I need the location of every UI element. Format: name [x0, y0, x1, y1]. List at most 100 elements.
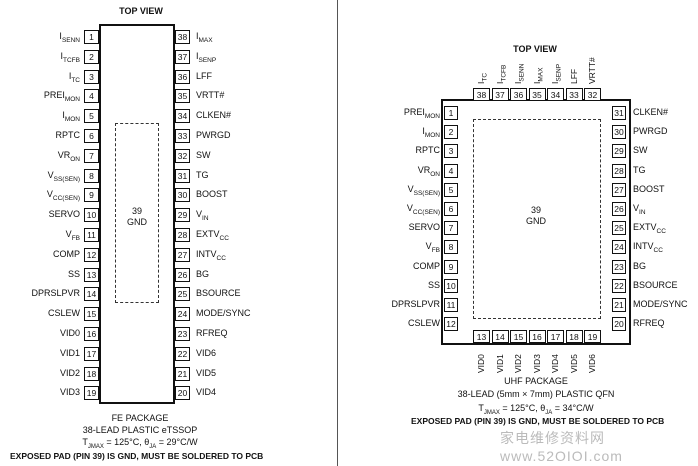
uhf-pin-number: 31: [612, 106, 626, 120]
fe-pin-label: PREIMON: [43, 90, 80, 104]
uhf-pin-label: VCC(SEN): [406, 203, 440, 216]
fe-pin-number: 20: [175, 386, 190, 401]
fe-pin-number: 11: [84, 228, 99, 242]
fe-pin-label: DPRSLPVR: [31, 288, 80, 299]
uhf-pin-number: 12: [444, 317, 458, 332]
uhf-pin-label: VID2: [513, 354, 523, 373]
uhf-pin-label: SS: [427, 279, 440, 290]
fe-caption-package: FE PACKAGE: [111, 413, 169, 423]
fe-pin-number: 5: [84, 109, 99, 124]
uhf-pin-number: 28: [612, 163, 626, 178]
fe-pin-label: COMP: [53, 248, 80, 259]
uhf-pin-number: 1: [444, 106, 458, 120]
uhf-pin-number: 17: [547, 330, 564, 343]
uhf-pin-label: CSLEW: [407, 318, 440, 329]
uhf-pin-number: 7: [444, 221, 458, 236]
uhf-pin-number: 32: [584, 88, 601, 101]
uhf-caption-exposed-pad: EXPOSED PAD (PIN 39) IS GND, MUST BE SOL…: [411, 416, 665, 426]
uhf-pin-number: 16: [528, 330, 546, 343]
fe-pin-number: 14: [84, 287, 99, 302]
fe-caption-thermal: TJMAX = 125°C, θJA = 29°C/W: [82, 437, 198, 450]
fe-caption-exposed-pad: EXPOSED PAD (PIN 39) IS GND, MUST BE SOL…: [10, 451, 264, 461]
fe-pin-number: 10: [84, 208, 99, 223]
uhf-pin-number: 8: [444, 240, 458, 255]
uhf-pin-label: ISENP: [550, 63, 563, 84]
fe-pin-number: 38: [175, 30, 190, 44]
fe-pin-number: 7: [84, 148, 99, 163]
uhf-pin-label: VID6: [587, 354, 597, 373]
uhf-pin-number: 25: [612, 221, 626, 236]
uhf-pin-number: 37: [491, 88, 509, 101]
uhf-pin-label: VFB: [425, 241, 440, 255]
fe-pin-number: 28: [175, 228, 190, 242]
fe-pin-number: 22: [175, 346, 190, 361]
uhf-pin-number: 38: [473, 88, 490, 101]
fe-pin-label: VID2: [59, 367, 80, 378]
uhf-pin-number: 13: [473, 330, 490, 343]
uhf-pin-number: 27: [612, 182, 626, 197]
fe-pin-label: VCC(SEN): [46, 189, 80, 203]
fe-pin-number: 36: [175, 69, 190, 84]
fe-pin-label: PWRGD: [196, 130, 231, 140]
fe-pin-label: VRON: [57, 149, 80, 163]
uhf-pin-number: 26: [612, 202, 626, 216]
uhf-pin-label: RFREQ: [633, 318, 665, 329]
fe-pin-label: VIN: [196, 209, 209, 222]
uhf-pin-label: INTVCC: [633, 241, 663, 255]
uhf-pin-number: 2: [444, 125, 458, 140]
uhf-pin-label: ITCFB: [494, 64, 508, 84]
fe-pin-number: 23: [175, 327, 190, 341]
fe-pin-label: SERVO: [48, 209, 80, 220]
uhf-package-body: 39 GND: [441, 99, 631, 345]
fe-pin-label: VFB: [65, 229, 80, 242]
fe-pin-number: 2: [84, 49, 99, 64]
uhf-pin-number: 11: [444, 298, 458, 312]
uhf-pin-number: 18: [565, 330, 583, 343]
fe-pin-number: 25: [175, 287, 190, 302]
uhf-pin-number: 20: [612, 317, 626, 332]
fe-pin-number: 37: [175, 49, 190, 64]
uhf-pin-label: IMON: [422, 126, 440, 139]
fe-pin-label: VID1: [59, 347, 80, 358]
uhf-pin-label: ISENN: [513, 63, 526, 84]
fe-pin-label: SS: [67, 268, 80, 279]
fe-top-view-label: TOP VIEW: [119, 6, 163, 16]
uhf-pin-label: TG: [633, 164, 646, 175]
uhf-pin-number: 33: [565, 88, 583, 101]
uhf-pin-label: VRTT#: [587, 57, 597, 84]
uhf-pin-label: DPRSLPVR: [391, 299, 440, 309]
uhf-pin-number: 34: [547, 88, 564, 101]
uhf-pin-label: COMP: [413, 260, 440, 271]
fe-pin-label: ITCFB: [60, 50, 81, 64]
uhf-pin-label: VRON: [417, 164, 440, 178]
uhf-pin-number: 30: [612, 125, 626, 140]
fe-pin-number: 30: [175, 188, 190, 203]
uhf-pin-number: 29: [612, 144, 626, 159]
uhf-pin-label: BG: [633, 260, 647, 271]
uhf-pin-label: SW: [633, 145, 648, 156]
fe-pin-number: 19: [84, 386, 99, 401]
fe-pin-number: 1: [84, 30, 99, 44]
uhf-pin-number: 3: [444, 144, 458, 159]
uhf-pin-label: PWRGD: [633, 126, 668, 137]
fe-package-body: 39 GND: [99, 24, 175, 404]
uhf-pin-number: 14: [491, 330, 509, 343]
uhf-pin-label: BSOURCE: [633, 279, 678, 290]
fe-pin-number: 26: [175, 267, 190, 282]
fe-pin-label: BOOST: [196, 189, 228, 200]
fe-pin-label: BG: [196, 268, 210, 279]
fe-pin-label: MODE/SYNC: [196, 308, 251, 319]
fe-pin-number: 15: [84, 307, 99, 322]
fe-pin-label: TG: [196, 169, 209, 180]
uhf-top-view-label: TOP VIEW: [513, 44, 557, 54]
fe-pin-label: VID5: [196, 367, 217, 378]
fe-pin-number: 9: [84, 188, 99, 203]
fe-pin-number: 13: [84, 267, 99, 282]
fe-exposed-pad: [115, 123, 159, 303]
fe-pin-number: 35: [175, 89, 190, 104]
fe-pin-label: INTVCC: [196, 248, 226, 262]
uhf-pin-number: 5: [444, 182, 458, 197]
fe-gnd-label: GND: [127, 217, 147, 227]
uhf-pin-number: 6: [444, 202, 458, 216]
